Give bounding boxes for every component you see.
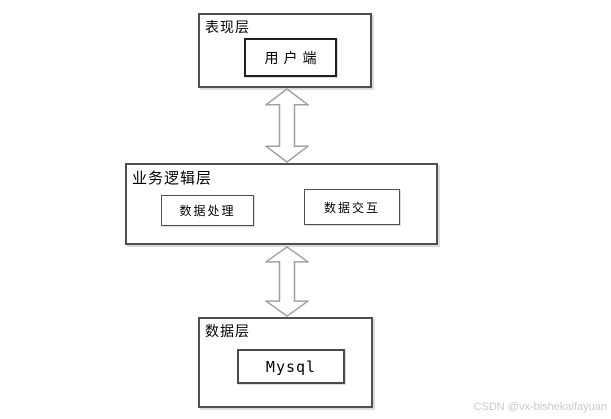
layer-label-business-logic: 业务逻辑层 [132,169,213,187]
node-client: 用户端 [244,38,337,77]
layer-box-presentation: 表现层 用户端 [198,13,372,88]
layer-label-data: 数据层 [205,324,250,340]
node-data-interaction-label: 数据交互 [323,200,380,215]
node-client-label: 用户端 [264,50,322,67]
node-mysql-label: Mysql [265,357,317,376]
node-mysql: Mysql [237,349,345,384]
node-data-processing-label: 数据处理 [179,204,236,218]
node-data-processing: 数据处理 [161,195,254,226]
watermark-text: CSDN @vx-bishekaifayuan [473,401,607,413]
node-data-interaction: 数据交互 [304,189,400,225]
layer-box-business-logic: 业务逻辑层 数据处理 数据交互 [125,163,438,245]
layer-label-presentation: 表现层 [205,20,250,36]
layer-box-data: 数据层 Mysql [198,317,373,408]
double-arrow-icon [265,246,309,317]
double-arrow-icon [265,88,309,163]
